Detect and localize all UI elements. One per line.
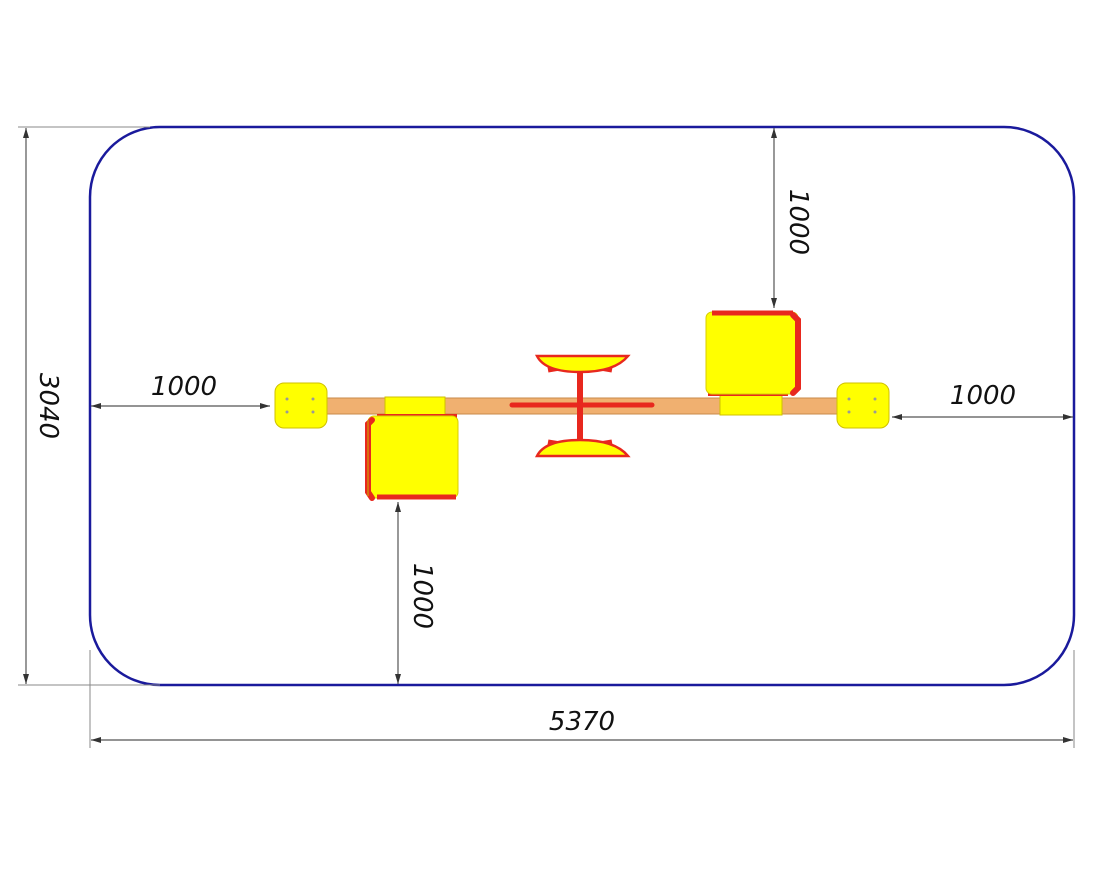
total-height-label: 3040 <box>33 373 63 439</box>
left-clearance-label: 1000 <box>151 372 217 402</box>
central-pivot <box>509 354 655 458</box>
equipment-group <box>274 310 890 501</box>
top-handle-seat <box>534 354 631 374</box>
right-seat <box>705 310 801 416</box>
left-end-bumper <box>274 382 328 429</box>
bottom-clearance-label: 1000 <box>407 563 437 629</box>
right-clearance-label: 1000 <box>950 381 1016 411</box>
bottom-handle-seat <box>534 438 631 458</box>
total-width-label: 5370 <box>549 707 615 737</box>
safety-zone-border <box>88 125 1076 687</box>
left-seat <box>365 396 459 501</box>
right-end-bumper <box>836 382 890 429</box>
top-clearance-label: 1000 <box>783 189 813 255</box>
